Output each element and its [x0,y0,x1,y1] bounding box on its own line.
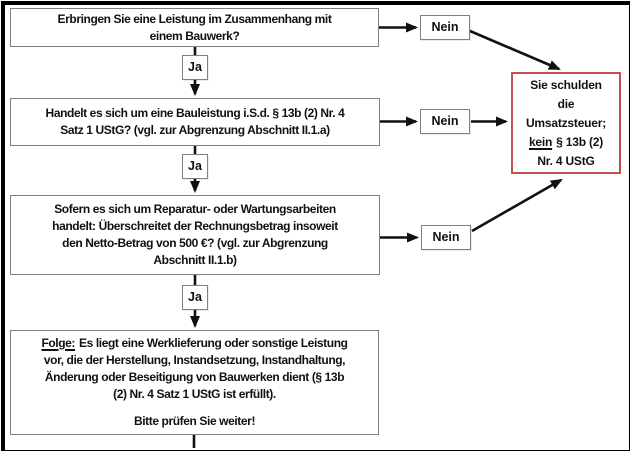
yes-label-2-text: Ja [188,159,202,173]
final-line-1-rest: Es liegt eine Werklieferung oder sonstig… [79,336,348,350]
yes-label-1-text: Ja [188,60,202,74]
result-line-1: Sie schulden [530,77,602,92]
final-line-3: Änderung oder Beseitigung von Bauwerken … [44,370,345,384]
question-3-line-2: handelt: Überschreitet der Rechnungsbetr… [52,219,338,233]
question-2-line-1: Handelt es sich um eine Bauleistung i.S.… [45,106,345,120]
question-3-line-3: den Netto-Betrag von 500 €? (vgl. zur Ab… [62,236,328,250]
final-footer: Bitte prüfen Sie weiter! [133,414,256,428]
final-line-2: vor, die der Herstellung, Instandsetzung… [43,353,346,367]
result-line-2: die [557,96,575,111]
arrow-nein3-to-result [471,178,563,233]
result-line-4: kein§ 13b (2) [529,133,603,152]
result-line-3: Umsatzsteuer; [525,115,607,130]
final-label: Folge: [41,336,76,350]
question-3-line-4: Abschnitt II.1.b) [153,253,237,267]
final-line-1: Folge:Es liegt eine Werklieferung oder s… [41,335,348,352]
question-1-line-2: einem Bauwerk? [149,28,240,43]
yes-label-2: Ja [182,154,208,179]
question-box-2: Handelt es sich um eine Bauleistung i.S.… [10,98,380,146]
arrow-nein1-to-result [469,29,561,71]
no-label-1-text: Nein [431,20,459,34]
question-box-1: Erbringen Sie eine Leistung im Zusammenh… [10,8,379,47]
final-line-4: (2) Nr. 4 Satz 1 UStG ist erfüllt). [113,387,276,401]
no-label-3-text: Nein [432,230,460,244]
no-label-2: Nein [420,109,470,134]
question-2-line-2: Satz 1 UStG? (vgl. zur Abgrenzung Abschn… [60,123,330,137]
no-label-2-text: Nein [431,114,459,128]
no-label-3: Nein [421,225,471,250]
yes-label-1: Ja [182,55,208,80]
yes-label-3: Ja [182,285,208,310]
question-3-line-1: Sofern es sich um Reparatur- oder Wartun… [54,202,336,216]
result-line-5: Nr. 4 UStG [537,153,595,168]
yes-label-3-text: Ja [188,290,202,304]
result-kein-word: kein [528,134,553,149]
result-box: Sie schulden die Umsatzsteuer; kein§ 13b… [511,72,621,174]
final-box: Folge:Es liegt eine Werklieferung oder s… [10,330,379,435]
question-1-line-1: Erbringen Sie eine Leistung im Zusammenh… [57,11,332,26]
result-line-4-rest: § 13b (2) [556,134,604,149]
no-label-1: Nein [420,15,470,40]
question-box-3: Sofern es sich um Reparatur- oder Wartun… [10,195,380,275]
